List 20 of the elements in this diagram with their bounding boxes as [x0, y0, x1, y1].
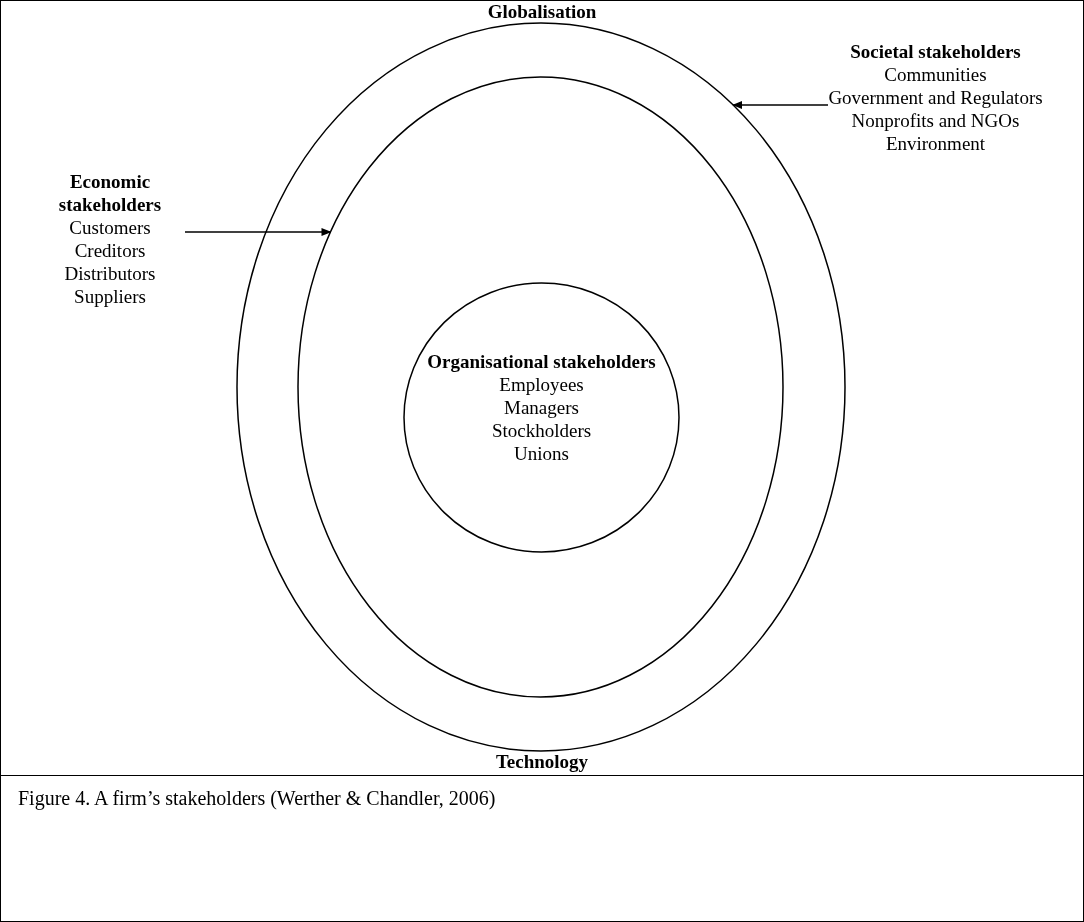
stakeholder-item: Government and Regulators — [828, 86, 1043, 109]
stakeholder-item: Employees — [498, 373, 585, 396]
arrow — [732, 101, 829, 109]
stakeholder-item: Communities — [883, 63, 988, 86]
figure-caption: Figure 4. A firm’s stakeholders (Werther & Chandler, 2006) — [18, 787, 496, 810]
stakeholder-item: Managers — [503, 396, 580, 419]
group-heading: Economic stakeholders — [57, 170, 163, 216]
stakeholder-item: Suppliers — [73, 285, 147, 308]
stakeholder-item: Distributors — [63, 262, 157, 285]
ring-label: Globalisation — [486, 0, 598, 23]
group-heading: Organisational stakeholders — [426, 350, 657, 373]
stakeholder-item: Nonprofits and NGOs — [850, 109, 1021, 132]
ring-label: Technology — [494, 750, 590, 773]
group-heading: Societal stakeholders — [849, 40, 1022, 63]
arrow — [184, 228, 332, 236]
stakeholder-item: Creditors — [73, 239, 147, 262]
stakeholder-item: Customers — [68, 216, 152, 239]
stakeholder-item: Unions — [513, 442, 570, 465]
stakeholder-item: Environment — [884, 132, 987, 155]
stakeholder-item: Stockholders — [490, 419, 593, 442]
